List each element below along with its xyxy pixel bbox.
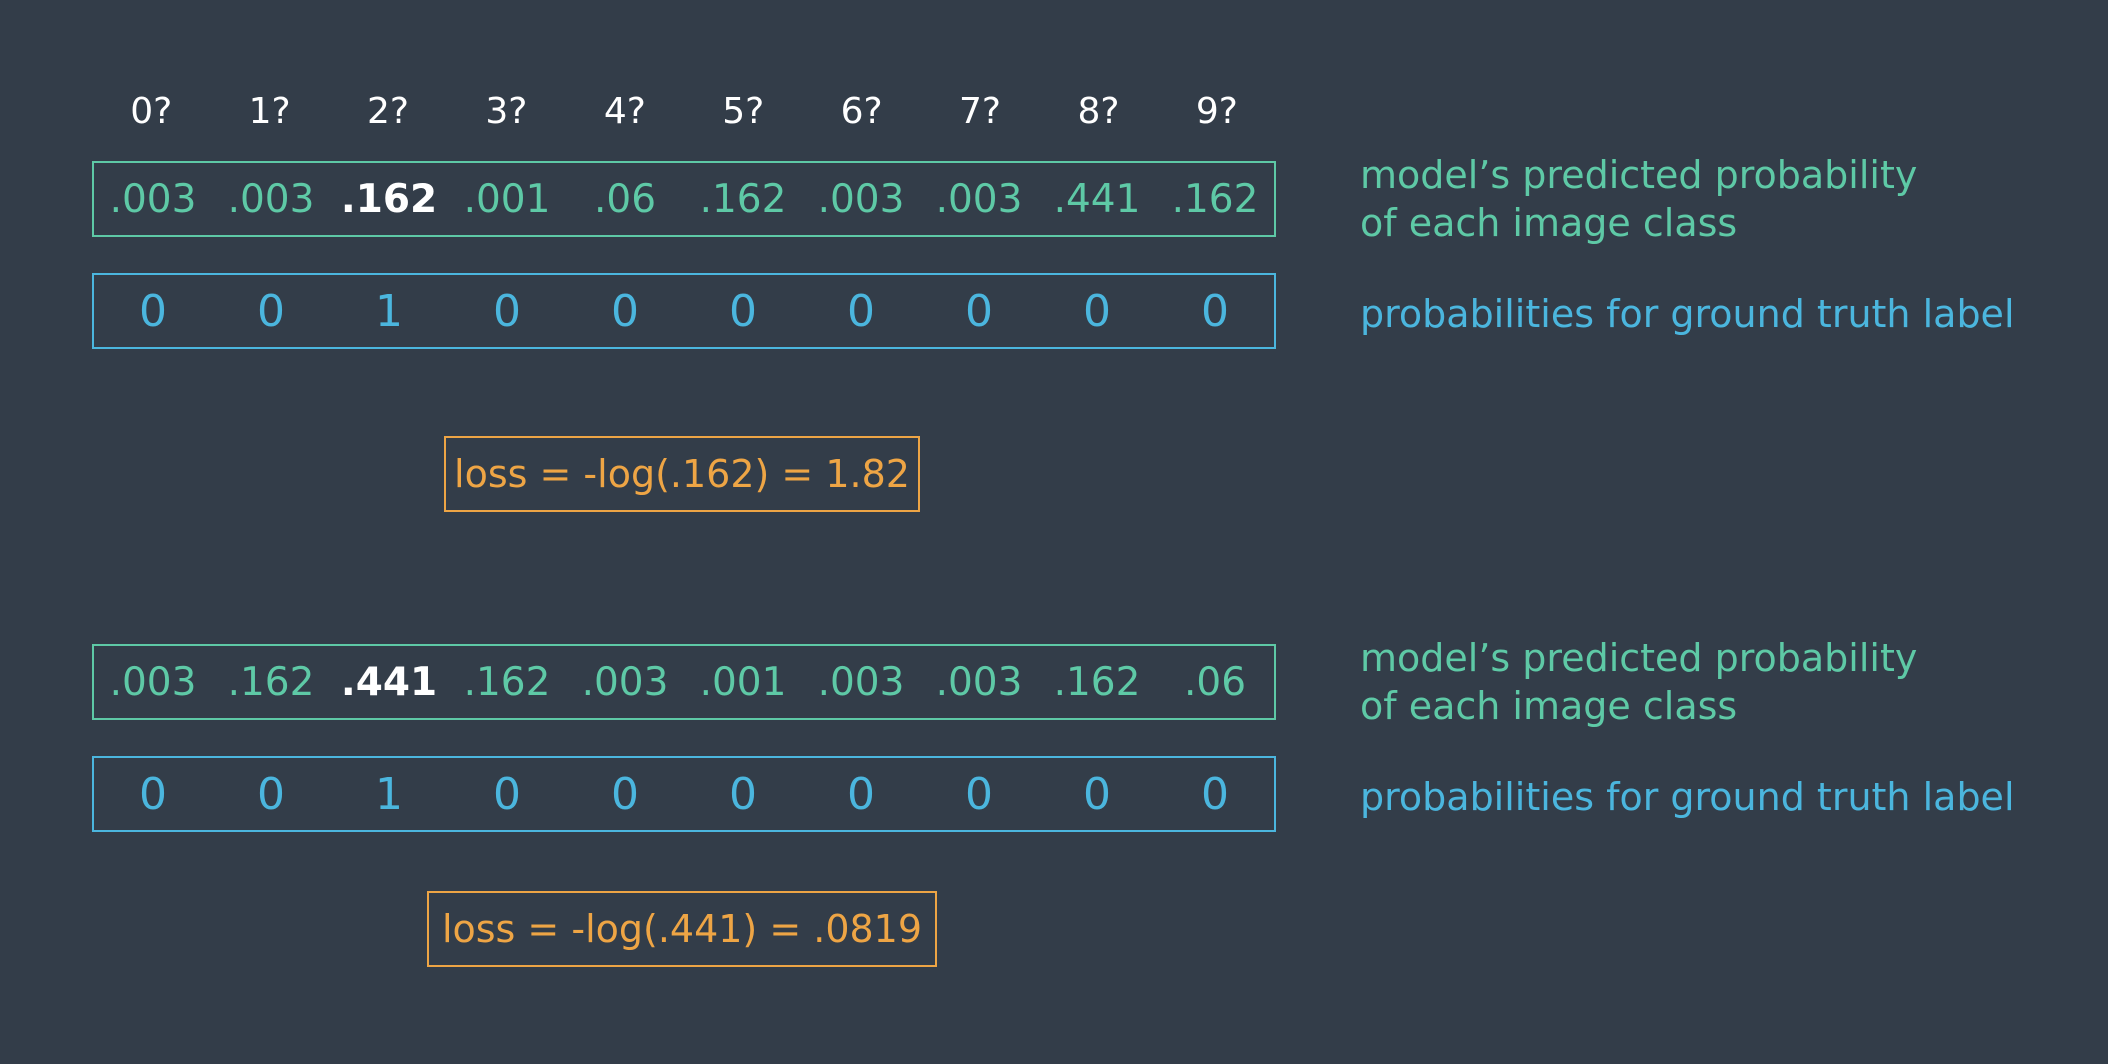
predicted-label-line2: of each image class	[1360, 201, 1738, 245]
predicted-probability-box-1: .003 .003 .162 .001 .06 .162 .003 .003 .…	[92, 161, 1276, 237]
truth-value: 0	[965, 285, 993, 337]
predicted-value: .001	[463, 176, 551, 222]
truth-value: 0	[257, 285, 285, 337]
truth-value: 0	[729, 285, 757, 337]
truth-value: 0	[1083, 285, 1111, 337]
truth-value: 0	[139, 768, 167, 820]
ground-truth-label-1: probabilities for ground truth label	[1360, 292, 2015, 336]
truth-value: 0	[1083, 768, 1111, 820]
predicted-value: .003	[227, 176, 315, 222]
class-label-1: 1?	[248, 91, 291, 132]
predicted-value: .001	[699, 659, 787, 705]
predicted-label-line2: of each image class	[1360, 684, 1738, 728]
class-label-4: 4?	[603, 91, 646, 132]
class-label-3: 3?	[485, 91, 528, 132]
truth-value: 0	[611, 768, 639, 820]
truth-value: 0	[847, 768, 875, 820]
predicted-value: .162	[227, 659, 315, 705]
predicted-probability-box-2: .003 .162 .441 .162 .003 .001 .003 .003 …	[92, 644, 1276, 720]
predicted-value: .162	[463, 659, 551, 705]
ground-truth-box-1: 0 0 1 0 0 0 0 0 0 0	[92, 273, 1276, 349]
predicted-value: .003	[581, 659, 669, 705]
class-label-8: 8?	[1077, 91, 1120, 132]
ground-truth-label-2: probabilities for ground truth label	[1360, 775, 2015, 819]
predicted-value: .003	[109, 659, 197, 705]
predicted-value: .06	[593, 176, 657, 222]
truth-value: 0	[1201, 285, 1229, 337]
predicted-value: .003	[817, 659, 905, 705]
predicted-value: .441	[1053, 176, 1141, 222]
predicted-value: .162	[1171, 176, 1259, 222]
class-label-row: 0? 1? 2? 3? 4? 5? 6? 7? 8? 9?	[92, 84, 1276, 140]
predicted-value: .003	[109, 176, 197, 222]
predicted-value-highlighted: .441	[340, 659, 438, 705]
loss-formula-2: loss = -log(.441) = .0819	[441, 907, 923, 951]
predicted-value: .003	[935, 176, 1023, 222]
predicted-label-line1: model’s predicted probability	[1360, 636, 1918, 680]
truth-value: 1	[375, 285, 403, 337]
predicted-probability-label-1: model’s predicted probability of each im…	[1360, 151, 1917, 247]
ground-truth-box-2: 0 0 1 0 0 0 0 0 0 0	[92, 756, 1276, 832]
class-label-6: 6?	[840, 91, 883, 132]
predicted-value: .162	[1053, 659, 1141, 705]
truth-value: 0	[847, 285, 875, 337]
predicted-value: .003	[935, 659, 1023, 705]
loss-box-2: loss = -log(.441) = .0819	[427, 891, 937, 967]
class-label-0: 0?	[130, 91, 173, 132]
truth-value: 0	[139, 285, 167, 337]
truth-value: 0	[493, 285, 521, 337]
class-label-9: 9?	[1195, 91, 1238, 132]
predicted-value: .003	[817, 176, 905, 222]
class-label-5: 5?	[722, 91, 765, 132]
truth-value: 0	[257, 768, 285, 820]
predicted-value: .06	[1183, 659, 1247, 705]
predicted-value-highlighted: .162	[340, 176, 438, 222]
predicted-value: .162	[699, 176, 787, 222]
truth-value: 1	[375, 768, 403, 820]
truth-value: 0	[1201, 768, 1229, 820]
predicted-probability-label-2: model’s predicted probability of each im…	[1360, 634, 1917, 730]
loss-box-1: loss = -log(.162) = 1.82	[444, 436, 920, 512]
truth-value: 0	[611, 285, 639, 337]
truth-value: 0	[965, 768, 993, 820]
loss-formula-1: loss = -log(.162) = 1.82	[454, 452, 910, 496]
truth-value: 0	[729, 768, 757, 820]
class-label-2: 2?	[367, 91, 410, 132]
predicted-label-line1: model’s predicted probability	[1360, 153, 1918, 197]
class-label-7: 7?	[959, 91, 1002, 132]
truth-value: 0	[493, 768, 521, 820]
